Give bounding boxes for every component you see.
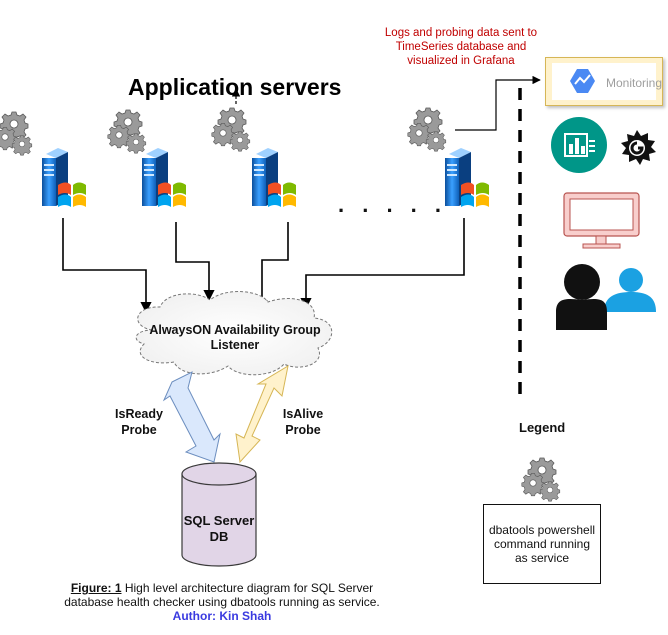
gear-icon bbox=[108, 110, 146, 153]
server-connector bbox=[300, 218, 465, 310]
monitoring-panel: Monitoring bbox=[552, 63, 662, 100]
legend-title: Legend bbox=[519, 420, 566, 435]
isalive-probe-label: IsAlive Probe bbox=[282, 407, 324, 437]
gear-icon bbox=[0, 112, 32, 155]
windows-server-icon bbox=[252, 148, 296, 207]
gear-icon bbox=[212, 108, 250, 151]
database-label: SQL Server DB bbox=[183, 513, 255, 544]
isalive-probe-arrow bbox=[235, 364, 289, 464]
windows-server-icon bbox=[142, 148, 186, 207]
caption-author: Author: Kin Shah bbox=[172, 609, 272, 623]
database-icon bbox=[181, 462, 257, 567]
computer-monitor-icon bbox=[563, 192, 640, 249]
page-title: Application servers bbox=[128, 74, 342, 100]
server-connector bbox=[256, 222, 289, 312]
server-connector bbox=[175, 222, 215, 302]
legend-item: dbatools powershell command running as s… bbox=[483, 504, 601, 584]
windows-server-icon bbox=[445, 148, 489, 207]
gear-icon bbox=[408, 108, 446, 151]
chart-icon bbox=[551, 117, 607, 173]
users-icon bbox=[556, 264, 656, 330]
listener-label: AlwaysON Availability Group Listener bbox=[149, 323, 321, 352]
monitoring-note: Logs and probing data sent to TimeSeries… bbox=[384, 27, 538, 67]
cloud-shape bbox=[135, 291, 333, 376]
caption-text: High level architecture diagram for SQL … bbox=[64, 581, 380, 609]
isready-probe-arrow bbox=[162, 371, 221, 463]
figure-caption: Figure: 1 High level architecture diagra… bbox=[52, 581, 392, 623]
windows-server-icon bbox=[42, 148, 86, 207]
monitoring-label: Monitoring bbox=[606, 76, 663, 90]
monitoring-connector bbox=[455, 75, 541, 131]
legend-item-label: dbatools powershell command running as s… bbox=[488, 523, 596, 565]
grafana-icon bbox=[621, 130, 656, 165]
gear-icon bbox=[522, 458, 560, 501]
monitoring-box: Monitoring bbox=[545, 57, 663, 106]
server-connector bbox=[62, 218, 152, 314]
more-servers-ellipsis: . . . . . bbox=[338, 192, 448, 217]
figure-label: Figure: 1 bbox=[70, 581, 122, 595]
monitoring-icon bbox=[570, 69, 595, 93]
isready-probe-label: IsReady Probe bbox=[115, 407, 163, 437]
